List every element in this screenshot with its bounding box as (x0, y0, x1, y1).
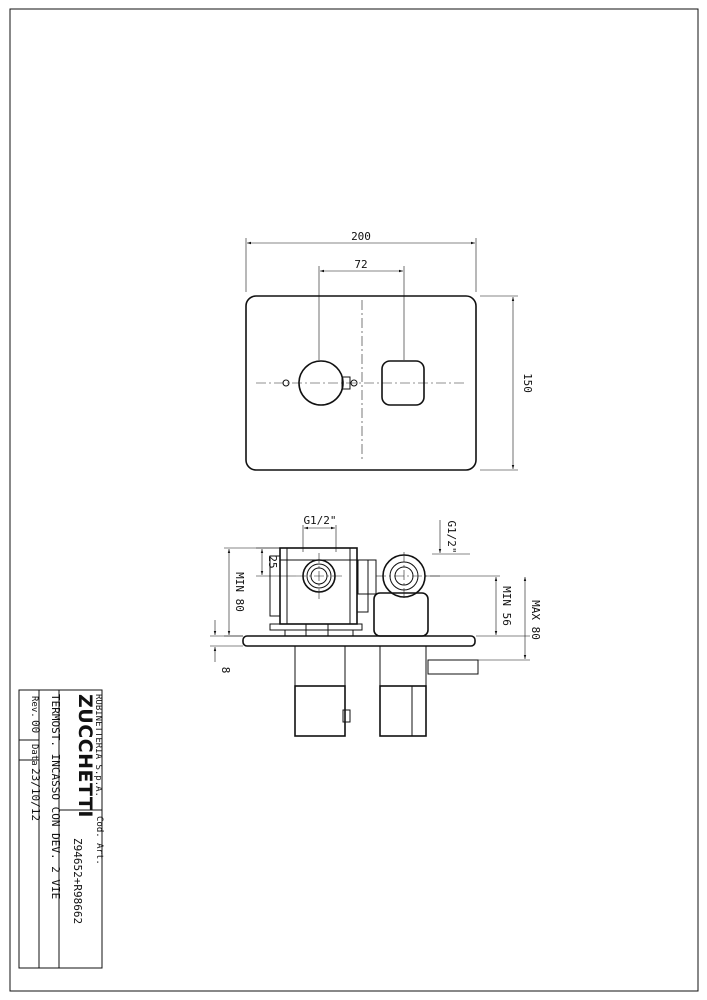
diverter-button (381, 360, 425, 406)
dimension-8-label: 8 (219, 667, 232, 674)
dimension-25-label: 25 (266, 555, 279, 568)
dimension-72-label: 72 (354, 258, 367, 271)
button-side-view (379, 685, 427, 737)
product-description: TERMOST. INCASSO CON DEV. 2 VIE (49, 694, 62, 899)
thread-right-label: G1/2" (445, 520, 458, 553)
dimension-min-80-label: MIN 80 (233, 572, 246, 612)
dimension-200-label: 200 (351, 230, 371, 243)
knob-side-view (294, 685, 346, 737)
revision-label: Rev. (29, 696, 39, 718)
knob-stem (341, 376, 351, 390)
thermostat-knob (298, 360, 344, 406)
dimension-150-label: 150 (521, 373, 534, 393)
drawing-frame-border (9, 8, 699, 992)
title-block: ZUCCHETTI RUBINETTERIA S.p.A. Cod. Art. … (18, 689, 104, 969)
company-name: RUBINETTERIA S.p.A. (93, 694, 103, 797)
wall-plate-section (242, 635, 476, 647)
cover-plate-outline (245, 295, 477, 471)
side-view: G1/2" G1/2" 25 MIN 80 8 MIN 56 MAX 80 (210, 514, 542, 737)
diverter-body (373, 592, 429, 637)
dimension-min-56-label: MIN 56 (500, 586, 513, 626)
small-screw-right (350, 379, 358, 387)
dimension-max-80-label: MAX 80 (529, 600, 542, 640)
code-label: Cod. Art. (94, 816, 104, 865)
knob-spindle (294, 645, 346, 687)
brand-logo: ZUCCHETTI (74, 694, 96, 818)
date-label: Data (29, 744, 39, 766)
thread-left-label: G1/2" (303, 514, 336, 527)
button-spindle (379, 645, 427, 687)
date-value: 23/10/12 (29, 768, 42, 821)
article-code: Z94652+R98662 (71, 838, 84, 924)
front-view: 200 72 150 (245, 230, 534, 471)
small-screw-left (282, 379, 290, 387)
revision-value: 00 (29, 720, 42, 733)
